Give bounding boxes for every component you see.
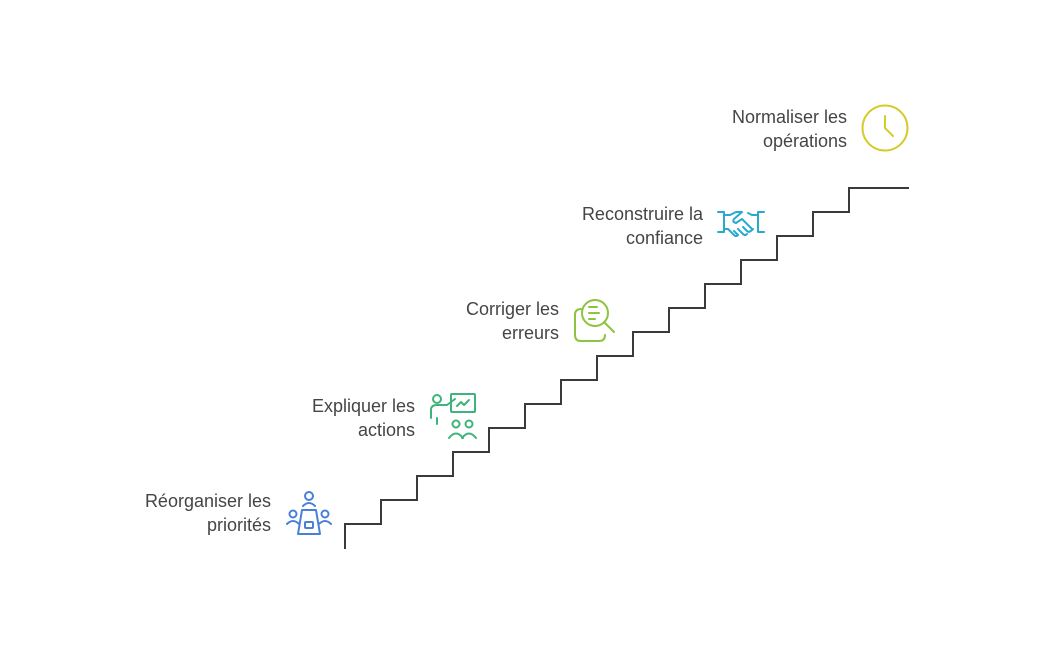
- step-3-line-2: erreurs: [501, 323, 559, 343]
- handshake-icon: [715, 198, 767, 250]
- step-label-2: Expliquer les actions: [215, 394, 415, 442]
- presentation-icon: [427, 390, 479, 442]
- step-4-line-1: Reconstruire la: [581, 204, 703, 224]
- step-label-1: Réorganiser les priorités: [71, 489, 271, 537]
- clock-icon: [859, 102, 911, 154]
- step-1-line-2: priorités: [206, 515, 271, 535]
- step-4-line-2: confiance: [625, 228, 703, 248]
- document-search-icon: [571, 295, 623, 347]
- staircase-line: [344, 187, 909, 549]
- step-label-5: Normaliser les opérations: [647, 105, 847, 153]
- step-label-3: Corriger les erreurs: [359, 297, 559, 345]
- step-2-line-2: actions: [357, 420, 415, 440]
- step-5-line-1: Normaliser les: [731, 107, 847, 127]
- step-5-line-2: opérations: [762, 131, 847, 151]
- step-2-line-1: Expliquer les: [311, 396, 415, 416]
- step-1-line-1: Réorganiser les: [144, 491, 271, 511]
- step-3-line-1: Corriger les: [465, 299, 559, 319]
- meeting-table-icon: [283, 488, 335, 540]
- step-label-4: Reconstruire la confiance: [503, 202, 703, 250]
